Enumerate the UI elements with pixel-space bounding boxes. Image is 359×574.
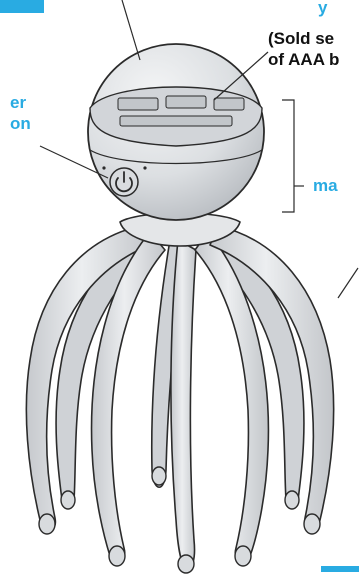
leg-front-3 bbox=[171, 240, 196, 568]
label-battery-line-1: (Sold se bbox=[268, 28, 334, 49]
label-power-line-1: er bbox=[10, 92, 26, 113]
label-battery-line-2: of AAA b bbox=[268, 49, 339, 70]
label-power-line-2: on bbox=[10, 113, 31, 134]
label-top-fragment: y bbox=[318, 0, 327, 18]
callout-top bbox=[122, 0, 140, 60]
bracket-sphere bbox=[282, 100, 294, 212]
power-button-icon[interactable] bbox=[110, 168, 138, 196]
label-massage-head: ma bbox=[313, 175, 338, 196]
callout-legs bbox=[338, 268, 358, 298]
